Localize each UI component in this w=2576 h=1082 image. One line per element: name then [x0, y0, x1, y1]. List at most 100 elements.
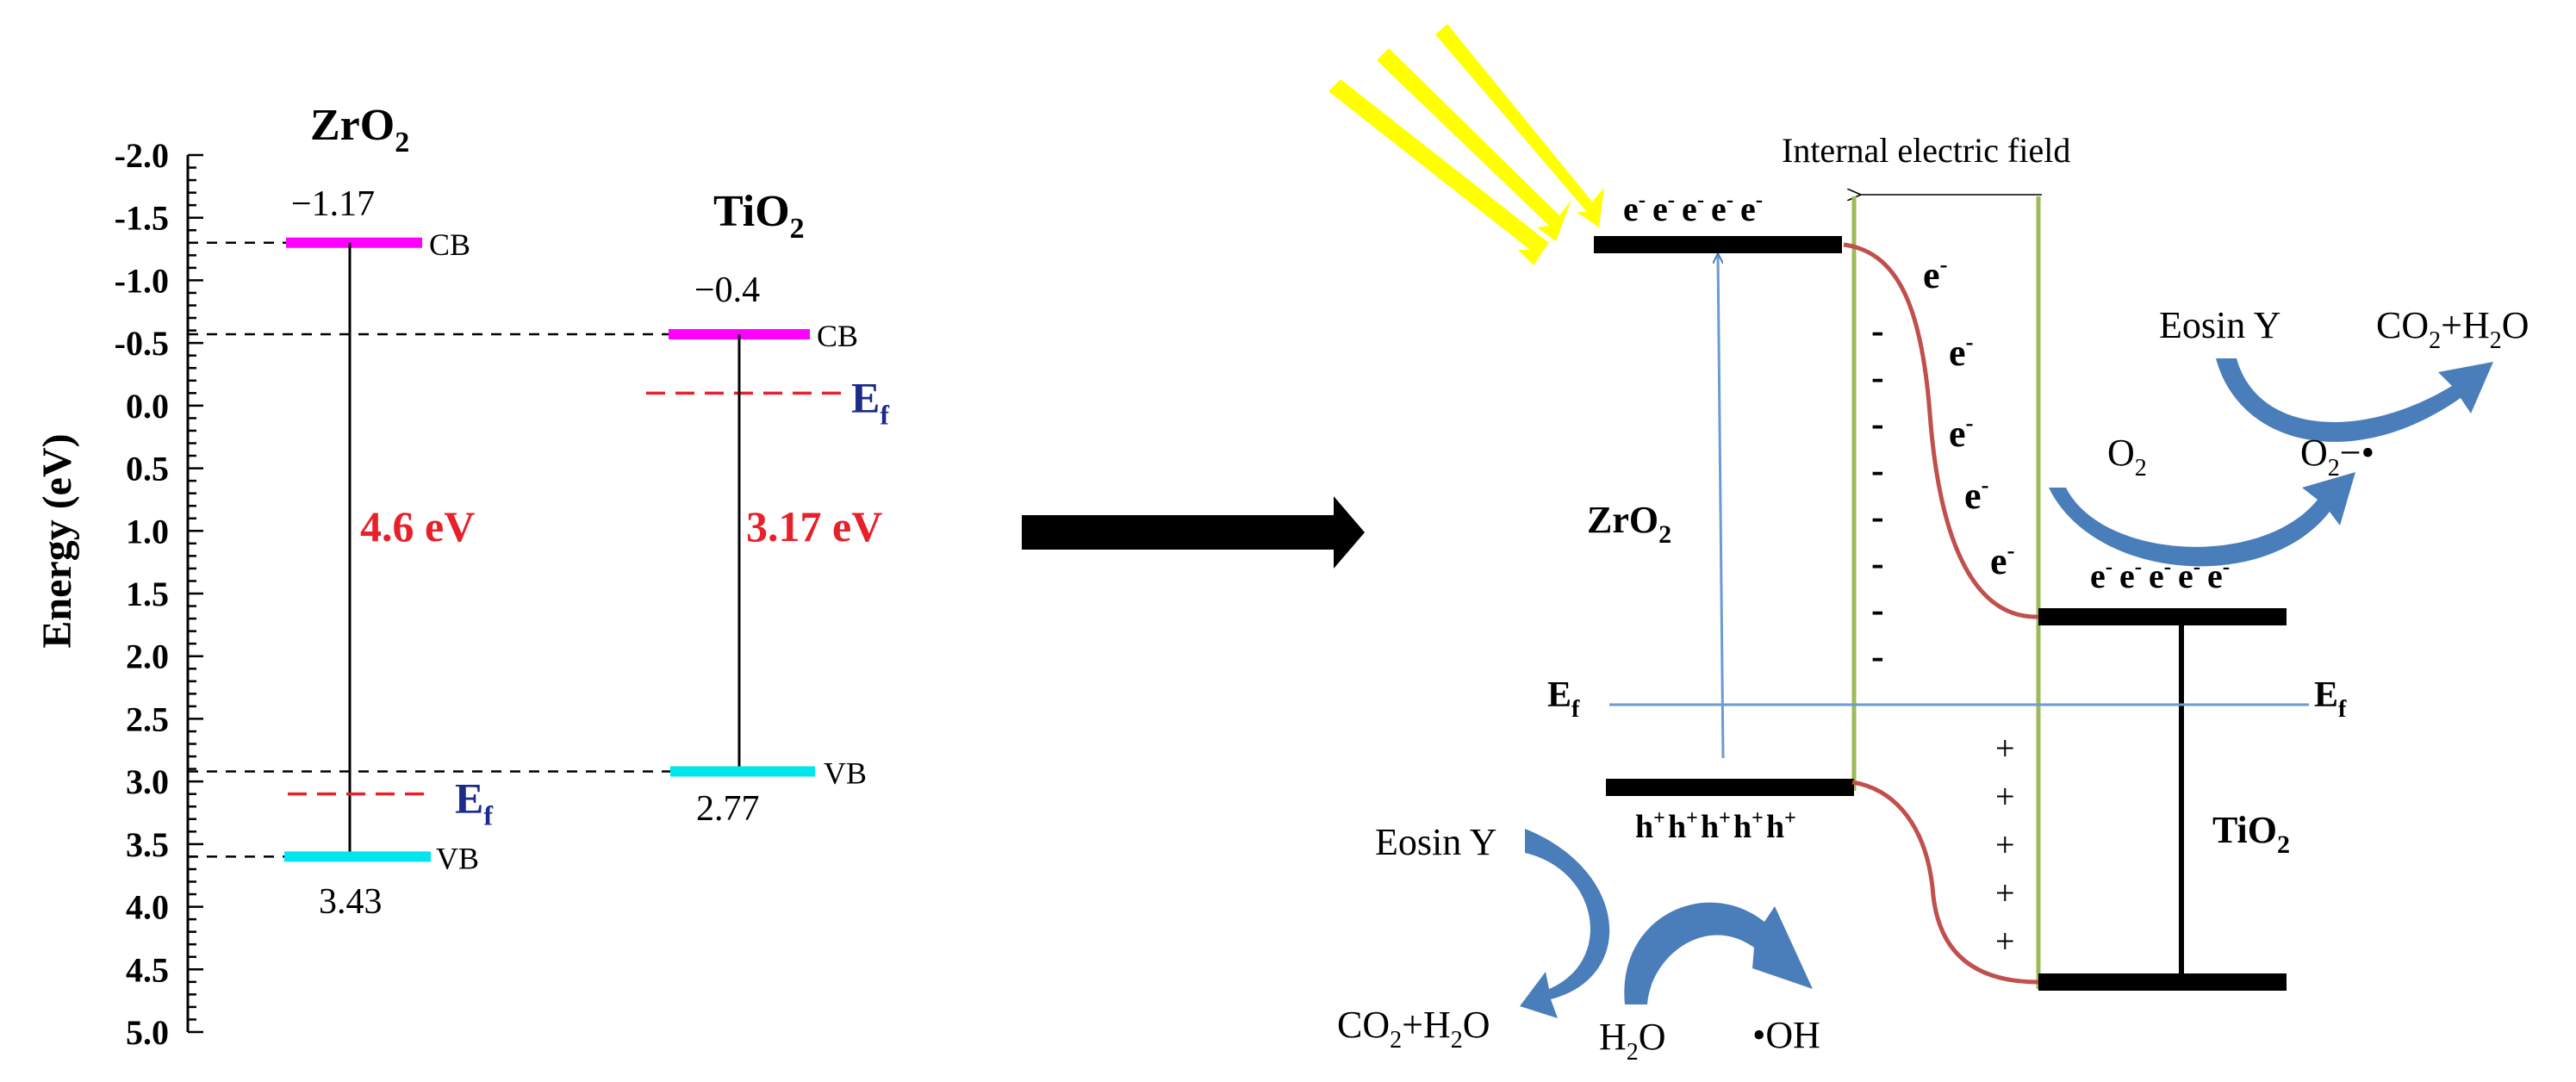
y-axis-tick-label: 5.0 [126, 1013, 169, 1052]
electron-zro2-cb: e- [1682, 189, 1704, 228]
o2-label: O2 [2107, 432, 2147, 482]
y-axis-tick-labels: -2.0-1.5-1.0-0.50.00.51.01.52.02.53.03.5… [115, 136, 169, 1052]
co2-top-part-2: +H [2441, 304, 2490, 346]
negative-charge: - [1871, 449, 1884, 491]
co2-bot-part-3: O [1463, 1004, 1490, 1046]
electron-zro2-cb-symbol: e [1623, 190, 1639, 228]
electron-tio2-cb: e- [2119, 556, 2142, 595]
co2-bot-part-2: +H [1402, 1004, 1451, 1046]
negative-charge: - [1871, 309, 1884, 351]
light-ray-1 [1328, 79, 1561, 265]
zro2-vb-value: 3.43 [319, 882, 383, 922]
tio2-label-sub: 2 [2277, 830, 2290, 859]
h2o-label: H2O [1599, 1016, 1666, 1066]
charge-carriers: e-e-e-e-e-e-e-e-e-e-h+h+h+h+h+e-e-e-e-e-… [1623, 189, 2230, 961]
positive-charge: + [1995, 777, 2015, 816]
co2-bot-sub-2: 2 [1451, 1027, 1463, 1054]
co2-top-part-1: CO [2376, 304, 2429, 346]
tio2-title: TiO2 [713, 187, 805, 245]
co2-top-sub-2: 2 [2490, 327, 2502, 354]
zro2-label-main: ZrO [1587, 499, 1658, 541]
y-axis-tick-label: 2.0 [126, 637, 169, 676]
fermi-label-left-main: E [1547, 675, 1571, 715]
hole-zro2-vb: h+ [1635, 807, 1665, 845]
eosin-bottom-arrow [1520, 829, 1610, 1018]
negative-charge: - [1871, 402, 1884, 445]
zro2-band-gap: 4.6 eV [360, 502, 475, 550]
h2o-tail: O [1639, 1016, 1666, 1058]
y-axis-tick-label: 0.5 [126, 450, 169, 488]
zro2-fermi-label-sub: f [483, 800, 493, 831]
y-axis-tick-label: 4.0 [126, 888, 169, 927]
zro2-label-sub: 2 [1658, 520, 1671, 549]
y-axis-tick-label: -2.0 [115, 136, 169, 175]
electron-zro2-cb-charge: - [1697, 189, 1704, 212]
eosin-y-label-bottom: Eosin Y [1375, 821, 1496, 863]
y-axis-tick-label: -0.5 [115, 324, 169, 363]
y-axis-tick-label: -1.0 [115, 261, 169, 300]
y-axis-ticks [188, 153, 203, 1034]
hole-zro2-vb-charge: + [1686, 807, 1698, 830]
electron-tio2-cb-symbol: e [2178, 557, 2193, 595]
electron-zro2-cb-symbol: e [1711, 190, 1727, 228]
y-axis-tick-label: 3.0 [126, 762, 169, 801]
tio2-cb-value: −0.4 [694, 270, 760, 310]
negative-charge: - [1871, 495, 1884, 538]
electron-transfer: e- [1990, 538, 2015, 582]
positive-charge: + [1995, 874, 2015, 912]
tio2-cb-label: CB [817, 319, 858, 353]
hydroxyl-radical-label: •OH [1752, 1014, 1820, 1056]
superoxide-tail: −• [2340, 432, 2374, 474]
y-axis-tick-label: 4.5 [126, 950, 169, 989]
band-diagram-left: Energy (eV) -2.0-1.5-1.0-0.50.00.51.01.5… [34, 101, 889, 1052]
co2-h2o-label-top: CO2+H2O [2376, 304, 2529, 354]
zro2-vb-label: VB [436, 841, 479, 875]
fermi-label-left: Ef [1547, 675, 1580, 723]
y-axis-tick-label: 1.5 [126, 575, 169, 613]
y-axis-label: Energy (eV) [34, 433, 80, 648]
hole-zro2-vb: h+ [1766, 807, 1796, 845]
superoxide-sub: 2 [2328, 455, 2340, 482]
zro2-label: ZrO2 [1587, 499, 1671, 549]
co2-h2o-label-bottom: CO2+H2O [1337, 1004, 1490, 1054]
zro2-title: ZrO2 [310, 101, 409, 159]
y-axis-tick-label: 1.0 [126, 512, 169, 550]
hole-zro2-vb: h+ [1733, 807, 1764, 845]
zro2-fermi-label-main: E [455, 774, 483, 823]
electron-zro2-cb: e- [1711, 189, 1733, 228]
electron-transfer-charge: - [1966, 410, 1974, 436]
negative-charge: - [1871, 542, 1884, 584]
co2-bot-part-1: CO [1337, 1004, 1390, 1046]
negative-charge: - [1871, 635, 1884, 677]
electron-zro2-cb-symbol: e [1652, 190, 1668, 228]
electron-zro2-cb-symbol: e [1682, 190, 1697, 228]
y-axis-tick-label: 2.5 [126, 700, 169, 738]
electron-transfer: e- [1923, 252, 1948, 296]
electron-tio2-cb-charge: - [2135, 556, 2142, 579]
tio2-fermi-label-main: E [851, 373, 880, 421]
negative-charge: - [1871, 356, 1884, 398]
vb-band-bending [1851, 780, 2039, 985]
electron-transfer-symbol: e [1923, 254, 1940, 296]
co2-top-sub-1: 2 [2429, 327, 2441, 354]
hole-zro2-vb-charge: + [1752, 807, 1764, 830]
light-ray-2 [1377, 48, 1571, 241]
electron-transfer-symbol: e [1990, 540, 2007, 582]
zro2-fermi-label: Ef [455, 774, 493, 831]
water-oxidation-arrow [1624, 902, 1813, 1004]
electron-tio2-cb-charge: - [2164, 556, 2171, 579]
cb-band-bending [1843, 242, 2039, 619]
eosin-y-label-top: Eosin Y [2159, 304, 2280, 346]
electron-transfer-charge: - [1940, 252, 1948, 277]
o2-label-main: O [2107, 432, 2135, 474]
electron-zro2-cb-charge: - [1639, 189, 1646, 212]
h2o-main: H [1599, 1016, 1627, 1058]
tio2-title-sub: 2 [790, 213, 805, 245]
electron-transfer: e- [1964, 472, 1989, 517]
electron-tio2-cb-symbol: e [2119, 557, 2135, 595]
internal-field-label: Internal electric field [1782, 131, 2070, 170]
electron-transfer-charge: - [1966, 329, 1974, 355]
superoxide-main: O [2300, 432, 2328, 474]
h2o-sub: 2 [1627, 1039, 1639, 1066]
